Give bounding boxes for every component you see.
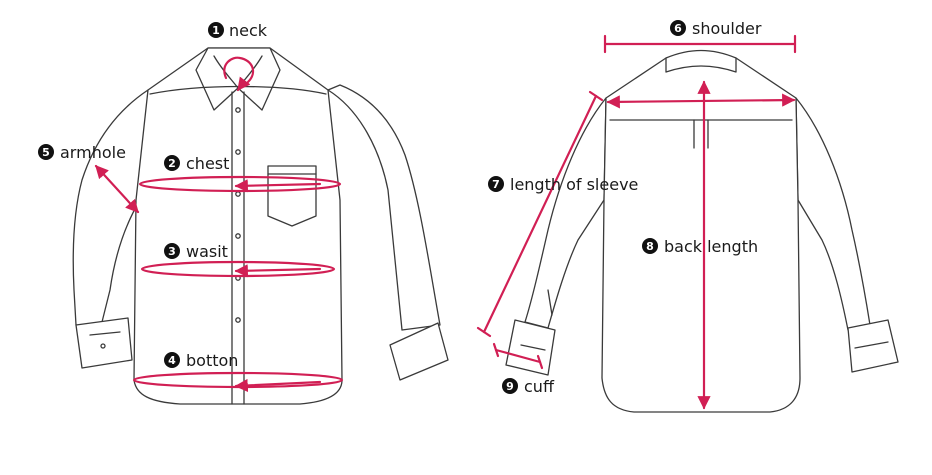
badge-icon <box>208 22 224 38</box>
back-shirt <box>505 49 899 413</box>
svg-text:4: 4 <box>168 354 176 367</box>
label-cuff: 9 cuff <box>502 377 555 396</box>
front-left-cuff <box>75 317 133 369</box>
back-left-sleeve <box>524 97 607 329</box>
cuff-seam <box>89 331 121 336</box>
front-body <box>133 47 343 405</box>
badge-icon <box>670 20 686 36</box>
front-right-sleeve <box>327 84 441 331</box>
svg-text:back length: back length <box>664 237 758 256</box>
label-neck: 1 neck <box>208 21 268 40</box>
svg-text:shoulder: shoulder <box>692 19 762 38</box>
front-buttons <box>235 107 241 323</box>
svg-text:wasit: wasit <box>186 242 228 261</box>
label-back-length: 8 back length <box>642 237 758 256</box>
label-botton: 4 botton <box>164 351 238 370</box>
svg-text:botton: botton <box>186 351 238 370</box>
badge-icon <box>642 238 658 254</box>
sleeve-measure <box>482 94 598 334</box>
svg-text:armhole: armhole <box>60 143 126 162</box>
svg-text:6: 6 <box>674 22 682 35</box>
badge-icon <box>164 243 180 259</box>
label-wasit: 3 wasit <box>164 242 228 261</box>
svg-text:2: 2 <box>168 157 176 170</box>
svg-text:chest: chest <box>186 154 229 173</box>
svg-text:9: 9 <box>506 380 514 393</box>
svg-text:neck: neck <box>229 21 268 40</box>
svg-text:cuff: cuff <box>524 377 555 396</box>
svg-text:1: 1 <box>212 24 220 37</box>
svg-text:3: 3 <box>168 245 176 258</box>
chest-pocket <box>267 165 317 227</box>
cuff-button <box>100 343 106 349</box>
badge-icon <box>38 144 54 160</box>
badge-icon <box>164 155 180 171</box>
front-right-cuff <box>389 322 449 381</box>
svg-text:5: 5 <box>42 146 50 159</box>
badge-icon <box>502 378 518 394</box>
label-shoulder: 6 shoulder <box>670 19 762 38</box>
front-measurements <box>94 56 344 393</box>
armhole-measure <box>94 164 140 214</box>
badge-icon <box>164 352 180 368</box>
svg-text:8: 8 <box>646 240 654 253</box>
back-right-cuff <box>847 319 899 373</box>
cuff-measure <box>494 348 542 364</box>
back-measurements <box>476 34 797 410</box>
badge-icon <box>488 176 504 192</box>
svg-text:length of sleeve: length of sleeve <box>510 175 638 194</box>
back-collar <box>665 49 737 73</box>
neck-measure <box>223 56 255 84</box>
back-body <box>601 57 801 413</box>
label-armhole: 5 armhole <box>38 143 126 162</box>
label-chest: 2 chest <box>164 154 229 173</box>
label-sleeve: 7 length of sleeve <box>488 175 638 194</box>
front-shirt <box>72 47 449 405</box>
back-right-sleeve <box>795 97 871 331</box>
svg-text:7: 7 <box>492 178 500 191</box>
